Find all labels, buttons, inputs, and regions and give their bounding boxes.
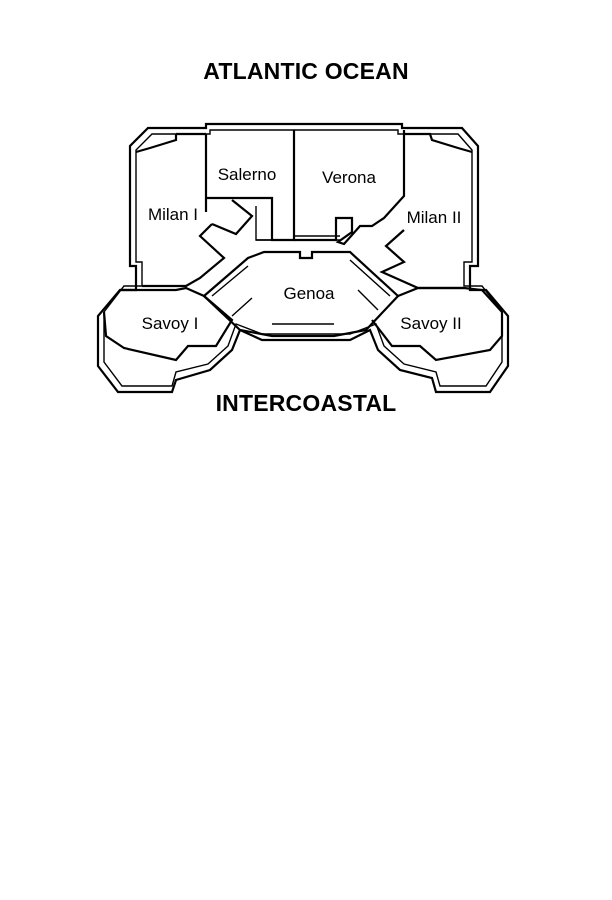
- intercoastal-heading: INTERCOASTAL: [215, 390, 397, 416]
- unit-label-salerno: Salerno: [218, 165, 277, 184]
- unit-label-verona: Verona: [322, 168, 376, 187]
- building-outline: [96, 122, 510, 394]
- unit-label-savoy-1: Savoy I: [142, 314, 199, 333]
- unit-label-genoa: Genoa: [283, 284, 335, 303]
- unit-label-milan-2: Milan II: [407, 208, 462, 227]
- unit-label-milan-1: Milan I: [148, 205, 198, 224]
- ocean-heading: ATLANTIC OCEAN: [203, 58, 409, 84]
- unit-label-savoy-2: Savoy II: [400, 314, 461, 333]
- interior-walls: [102, 130, 504, 362]
